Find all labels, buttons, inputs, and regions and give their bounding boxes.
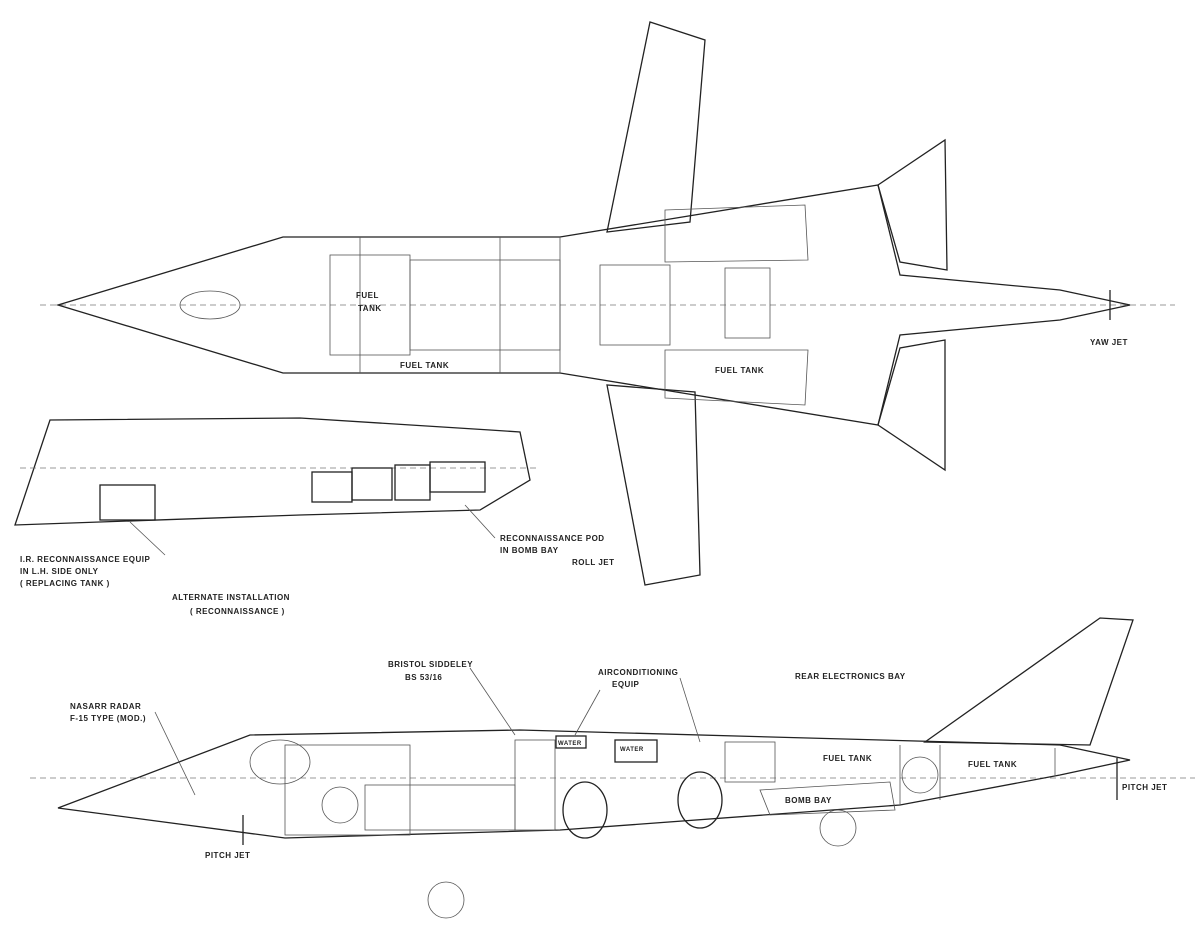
label-replacing-tank: ( REPLACING TANK ) [20,579,110,588]
plan-view: FUEL TANK FUEL TANK FUEL TANK YAW JET [40,21,1175,586]
wing-tank-lower [664,349,809,406]
label-fuel-tank-2: FUEL TANK [968,760,1017,769]
intake-section [284,744,411,836]
bomb-bay [759,781,896,816]
upper-wing [606,21,706,233]
cockpit-pilot [249,739,311,785]
label-bomb-bay: IN BOMB BAY [500,546,559,555]
ir-equip-box [99,484,156,521]
engine-nozzle [724,267,771,339]
label-fuel-tank-wing: FUEL TANK [715,366,764,375]
caption-reconnaissance: ( RECONNAISSANCE ) [190,607,285,616]
side-fuselage-outline [57,729,1131,839]
water-tank-1 [555,735,587,749]
label-pitch-jet-front: PITCH JET [205,851,250,860]
label-aircon-equip: EQUIP [612,680,640,689]
main-wheel [819,809,857,847]
wing-tank-upper [664,204,809,263]
label-pitch-jet-rear: PITCH JET [1122,783,1167,792]
recon-pod-box [351,467,393,501]
recon-pod-box [394,464,431,501]
label-recon-pod: RECONNAISSANCE POD [500,534,605,543]
label-fuel-tank-mid: FUEL TANK [400,361,449,370]
label-rear-electronics-bay: REAR ELECTRONICS BAY [795,672,906,681]
label-yaw-jet: YAW JET [1090,338,1128,347]
leader-line [154,711,196,796]
leader-line [574,689,601,736]
vertical-fin [923,617,1134,746]
side-view: BRISTOL SIDDELEY BS 53/16 AIRCONDITIONIN… [30,617,1195,919]
leader-line [469,667,516,736]
label-nasarr-radar: NASARR RADAR [70,702,141,711]
engine-frame [514,739,556,831]
recon-pod-box [311,471,353,503]
label-aircon: AIRCONDITIONING [598,668,678,677]
label-fuel: FUEL [356,291,379,300]
label-bomb-bay: BOMB BAY [785,796,832,805]
recon-fuselage-section [14,417,531,526]
label-fuel-tank-1: FUEL TANK [823,754,872,763]
water-tank-2 [614,739,658,763]
label-roll-jet: ROLL JET [572,558,615,567]
nose-wheel [427,881,465,919]
label-ir-side: IN L.H. SIDE ONLY [20,567,99,576]
leader-line [679,677,701,743]
label-ir-equip: I.R. RECONNAISSANCE EQUIP [20,555,150,564]
label-engine-model: BS 53/16 [405,673,442,682]
label-water-1: WATER [558,741,582,747]
recon-view: I.R. RECONNAISSANCE EQUIP IN L.H. SIDE O… [14,417,615,616]
label-water-2: WATER [620,747,644,753]
engine-2 [677,771,723,829]
leader-line [464,504,496,539]
lower-tailplane [877,339,946,472]
upper-tailplane [877,138,948,271]
intake-duct [364,784,516,831]
leader-line [129,521,166,556]
label-tank: TANK [358,304,382,313]
engine-bay [599,264,671,346]
caption-alternate: ALTERNATE INSTALLATION [172,593,290,602]
label-bristol-siddeley: BRISTOL SIDDELEY [388,660,473,669]
engine-1 [562,781,608,839]
label-radar-type: F-15 TYPE (MOD.) [70,714,146,723]
recon-pod-box [429,461,486,493]
electronics-box [724,741,776,783]
lower-wing [606,384,701,586]
cockpit [179,290,241,320]
frame-circle [901,756,939,794]
intake-circle [321,786,359,824]
